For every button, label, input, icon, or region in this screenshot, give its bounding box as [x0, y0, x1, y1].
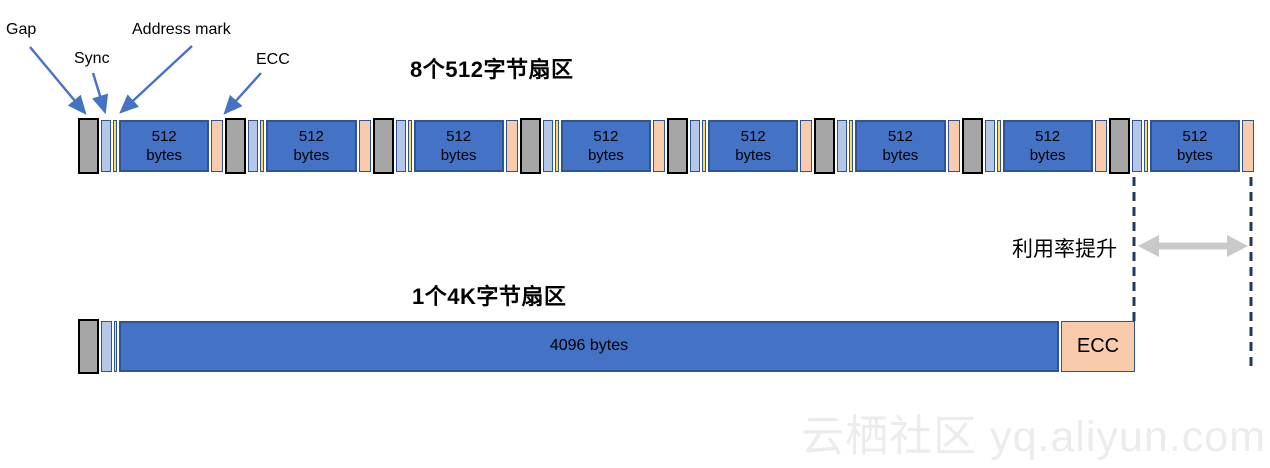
ecc-segment: ECC — [1061, 321, 1135, 372]
sector-512: 512 bytes — [961, 118, 1107, 174]
data-segment-label-line1: 512 — [298, 127, 324, 145]
address-mark-field-label: Address mark — [132, 21, 231, 38]
watermark: 云栖社区 yq.aliyun.com — [801, 413, 1266, 461]
data-segment: 4096 bytes — [119, 321, 1059, 372]
sync-segment — [395, 120, 406, 172]
ecc-field-label: ECC — [256, 51, 290, 68]
sync-field-label: Sync — [74, 50, 110, 67]
ecc-leader-arrow — [223, 72, 262, 115]
data-segment: 512 bytes — [266, 120, 357, 172]
address-mark-segment — [260, 120, 265, 172]
sync-segment — [837, 120, 848, 172]
gap-segment — [814, 118, 836, 174]
ecc-segment — [211, 120, 224, 172]
bottom-bar-title: 1个4K字节扇区 — [412, 284, 567, 309]
data-segment-label-line2: bytes — [440, 147, 477, 164]
gap-segment — [372, 118, 394, 174]
ecc-segment — [358, 120, 371, 172]
sync-leader-arrow — [91, 72, 109, 115]
address-mark-segment — [996, 120, 1001, 172]
gap-field-label: Gap — [6, 21, 37, 38]
data-segment-label-line1: 512 — [151, 127, 177, 145]
ecc-segment — [800, 120, 813, 172]
sync-segment — [101, 120, 111, 172]
data-segment-label-line1: 512 — [1035, 127, 1061, 145]
data-segment-label-line1: 512 — [740, 127, 766, 145]
sector-512: 512 bytes — [519, 118, 665, 174]
data-segment-label-line1: 512 — [593, 127, 619, 145]
address-mark-segment — [407, 120, 412, 172]
ecc-segment — [1242, 120, 1254, 172]
sector-512: 512 bytes — [667, 118, 813, 174]
gap-segment — [225, 118, 247, 174]
data-segment: 512 bytes — [1149, 120, 1240, 172]
data-segment-label: 4096 bytes — [549, 337, 629, 355]
data-segment: 512 bytes — [413, 120, 504, 172]
ecc-segment — [947, 120, 960, 172]
address-mark-segment — [114, 321, 117, 372]
gap-segment — [78, 319, 99, 374]
sector-512: 512 bytes — [372, 118, 518, 174]
sync-segment — [1131, 120, 1142, 172]
address-mark-segment — [1143, 120, 1148, 172]
data-segment: 512 bytes — [855, 120, 946, 172]
ecc-segment — [653, 120, 665, 172]
gap-segment — [78, 118, 99, 174]
sector-512: 512 bytes — [1108, 118, 1254, 174]
address-mark-segment — [702, 120, 706, 172]
data-segment-label-line2: bytes — [1029, 147, 1066, 164]
data-segment: 512 bytes — [708, 120, 799, 172]
sync-segment — [984, 120, 995, 172]
top-bar-title: 8个512字节扇区 — [410, 57, 574, 82]
data-segment-label-line2: bytes — [587, 147, 624, 164]
sync-segment — [101, 321, 112, 372]
data-segment-label-line2: bytes — [735, 147, 772, 164]
sector-512: 512 bytes — [814, 118, 960, 174]
sync-segment — [248, 120, 259, 172]
data-segment-label-line2: bytes — [293, 147, 330, 164]
data-segment-label-line2: bytes — [882, 147, 919, 164]
sector-4k: 4096 bytes ECC — [78, 319, 1135, 374]
sector-512: 512 bytes — [78, 118, 224, 174]
data-segment-label-line1: 512 — [887, 127, 913, 145]
data-segment: 512 bytes — [119, 120, 210, 172]
data-segment-label-line2: bytes — [1176, 147, 1213, 164]
ecc-segment-label: ECC — [1076, 335, 1120, 357]
utilization-gain-label: 利用率提升 — [1012, 238, 1117, 261]
data-segment-label-line2: bytes — [146, 147, 183, 164]
sync-segment — [542, 120, 553, 172]
bottom-sector-bar: 4096 bytes ECC — [78, 319, 1135, 374]
gap-segment — [519, 118, 541, 174]
address-mark-segment — [113, 120, 117, 172]
sector-512: 512 bytes — [225, 118, 371, 174]
address-mark-segment — [554, 120, 559, 172]
gap-segment — [961, 118, 983, 174]
utilization-gain-arrow — [1138, 235, 1248, 257]
ecc-segment — [1094, 120, 1107, 172]
ecc-segment — [505, 120, 518, 172]
data-segment: 512 bytes — [1002, 120, 1093, 172]
address-mark-leader-arrow — [119, 45, 193, 114]
top-sector-bar: 512 bytes 512 bytes 512 bytes 512 bytes 512 bytes… — [78, 118, 1254, 174]
gap-segment — [667, 118, 688, 174]
address-mark-segment — [849, 120, 854, 172]
data-segment-label-line1: 512 — [1182, 127, 1208, 145]
gap-segment — [1108, 118, 1130, 174]
data-segment: 512 bytes — [560, 120, 651, 172]
data-segment-label-line1: 512 — [446, 127, 472, 145]
sync-segment — [690, 120, 700, 172]
